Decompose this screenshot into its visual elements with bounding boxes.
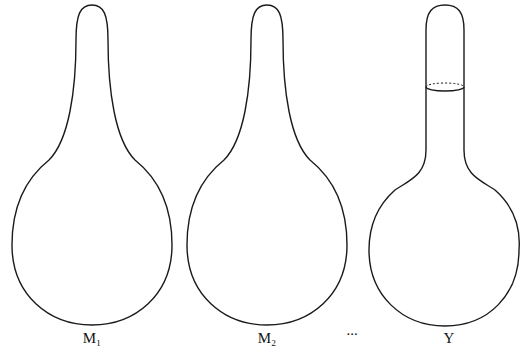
cut-line-back bbox=[426, 83, 464, 87]
figure-label: ... bbox=[346, 322, 357, 339]
cut-line-front bbox=[426, 87, 464, 91]
gourd-outline bbox=[187, 5, 347, 325]
cut-gourd-outline bbox=[369, 5, 519, 326]
figure-label: M₁ bbox=[83, 330, 102, 347]
figure-label: Y bbox=[444, 330, 455, 347]
figure-label: M₂ bbox=[258, 330, 277, 347]
gourd-outline bbox=[12, 5, 172, 325]
